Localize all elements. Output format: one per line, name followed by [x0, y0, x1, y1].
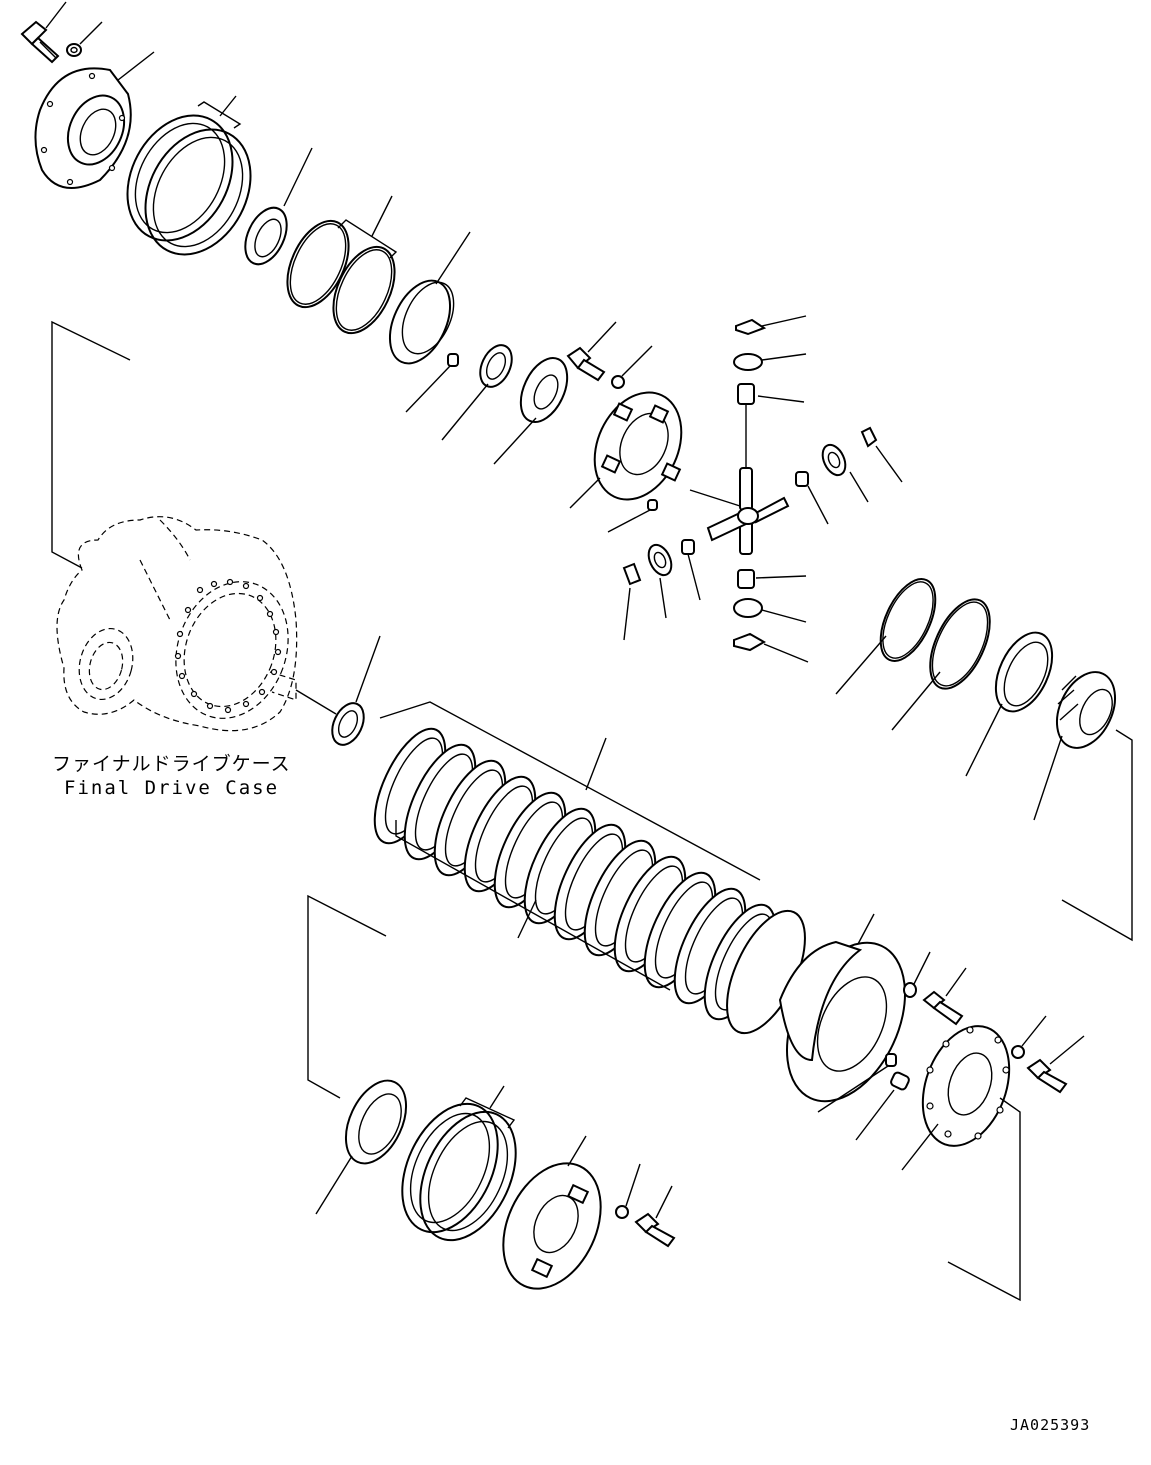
spider-gear-left: [622, 539, 701, 641]
case-bolt-holes: [174, 578, 282, 714]
washer-bottom-center: [615, 1163, 641, 1219]
o-ring-pair-top: [286, 195, 398, 335]
pins-bottom-right: [817, 1053, 910, 1141]
spider-gear-stack-top: [733, 315, 807, 405]
seal-right: [965, 631, 1054, 777]
cover-plate-bottom: [502, 1135, 602, 1290]
sleeve-top: [388, 231, 471, 365]
bolt-bottom-right-1: [922, 967, 967, 1026]
sprocket-bottom-right: [901, 1025, 1011, 1171]
gasket-pair-bottom: [401, 1085, 517, 1242]
bolt-top-left: [20, 20, 60, 64]
bolt-bottom-center: [634, 1185, 676, 1248]
spider-cross: [689, 400, 790, 555]
pin-middle: [607, 499, 658, 533]
washer-bottom-right-1: [903, 951, 931, 998]
case-label-en: Final Drive Case: [64, 777, 279, 799]
hub-bottom-right: [778, 913, 907, 1103]
spider-gear-stack-bottom: [733, 569, 809, 663]
bearing-cone-top: [493, 357, 569, 465]
dowel-pin-top: [405, 353, 459, 413]
washer-middle: [611, 345, 653, 389]
washer-bottom-right-2: [1011, 1015, 1047, 1059]
bracket-bottom-right: [947, 1097, 1021, 1302]
drawing-number: JA025393: [1010, 1416, 1090, 1434]
bolt-middle: [566, 321, 617, 382]
o-rings-right: [835, 578, 991, 731]
differential-case: [569, 391, 683, 509]
spider-gear-right: [795, 426, 903, 525]
cover-flange-top: [34, 67, 132, 189]
seal-bottom-left: [315, 1079, 408, 1215]
washer-top-left: [66, 43, 82, 57]
bracket-bottom-left: [307, 894, 387, 1099]
thrust-washer-top: [441, 344, 513, 441]
seal-ring-top: [244, 147, 313, 266]
clutch-disc: [583, 839, 657, 957]
clutch-disc-pack: [373, 727, 806, 1035]
gasket-pair-top: [126, 95, 252, 256]
thrust-washer-middle: [295, 635, 381, 746]
clutch-bracket-lines: [379, 701, 761, 991]
case-label-jp: ファイナルドライブケース: [52, 752, 291, 775]
final-drive-case: [51, 320, 298, 732]
leader-lines-top: [45, 1, 155, 81]
bearing-right: [1033, 671, 1133, 942]
bolt-bottom-right-2: [1026, 1035, 1085, 1094]
